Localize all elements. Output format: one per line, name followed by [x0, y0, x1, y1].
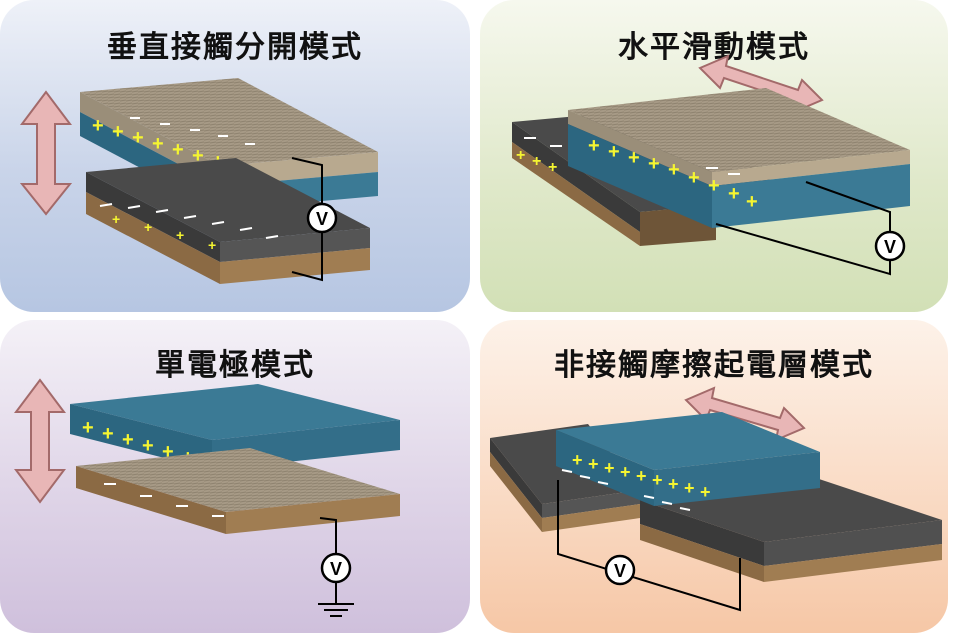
svg-text:+: + — [572, 450, 583, 470]
svg-text:+: + — [648, 153, 660, 175]
voltmeter-icon: V — [320, 552, 352, 584]
minus-charges-top — [706, 167, 740, 175]
svg-text:V: V — [330, 559, 342, 579]
svg-text:V: V — [614, 561, 626, 581]
svg-text:+: + — [688, 167, 700, 189]
svg-text:+: + — [532, 153, 541, 170]
svg-text:+: + — [208, 237, 216, 253]
panel-title: 非接觸摩擦起電層模式 — [554, 348, 874, 383]
svg-text:+: + — [588, 454, 599, 474]
ground-icon — [318, 592, 354, 617]
freestanding-teal-layer — [556, 412, 820, 506]
panel-freestanding-layer: 非接觸摩擦起電層模式 +++ +++ ++ — [480, 320, 948, 633]
horizontal-double-arrow-icon — [698, 54, 824, 114]
plus-charges-bottom: + + + — [516, 147, 557, 176]
voltmeter-icon: V — [874, 230, 906, 262]
panel-title: 單電極模式 — [155, 348, 315, 383]
svg-text:+: + — [112, 211, 120, 227]
horizontal-double-arrow-icon — [684, 386, 806, 442]
svg-text:+: + — [82, 417, 94, 439]
vertical-double-arrow-icon — [19, 90, 73, 216]
vertical-double-arrow-icon — [14, 378, 66, 504]
svg-text:+: + — [746, 191, 758, 213]
voltmeter-icon: V — [604, 554, 636, 586]
svg-text:+: + — [608, 141, 620, 163]
panel-title: 水平滑動模式 — [618, 30, 810, 65]
minus-charges — [561, 469, 691, 511]
svg-text:+: + — [708, 175, 720, 197]
svg-text:+: + — [142, 435, 154, 457]
panel-single-electrode: 單電極模式 +++ +++ +++ V — [0, 320, 470, 633]
svg-text:V: V — [884, 237, 896, 257]
svg-text:+: + — [728, 183, 740, 205]
svg-text:+: + — [162, 441, 174, 463]
svg-text:+: + — [636, 466, 647, 486]
electrode-slab — [76, 448, 400, 534]
upper-slab — [80, 78, 378, 210]
diagram-lateral-sliding: + + + + + + + + + + + + V — [512, 54, 910, 276]
svg-text:+: + — [176, 227, 184, 243]
svg-text:+: + — [684, 478, 695, 498]
minus-charges-top — [130, 117, 255, 145]
plus-charges-top: + + + + + + + + + — [588, 135, 758, 213]
svg-text:+: + — [516, 147, 525, 164]
svg-text:+: + — [132, 127, 144, 149]
svg-text:+: + — [668, 474, 679, 494]
lower-slab — [86, 158, 370, 284]
svg-text:+: + — [628, 147, 640, 169]
panel-vertical-contact-separation: 垂直接觸分開模式 + + + + + + + + — [0, 0, 470, 312]
svg-text:+: + — [548, 159, 557, 176]
diagram-freestanding: +++ +++ +++ V — [490, 386, 942, 612]
diagram-single-electrode: +++ +++ +++ V — [14, 378, 400, 617]
panel-lateral-sliding: 水平滑動模式 + + + + — [480, 0, 948, 312]
diagram-vertical: + + + + + + + + + + + + V — [19, 78, 378, 284]
svg-text:+: + — [588, 135, 600, 157]
svg-text:+: + — [144, 219, 152, 235]
svg-text:+: + — [192, 145, 204, 167]
svg-text:+: + — [122, 429, 134, 451]
svg-text:+: + — [152, 133, 164, 155]
svg-text:+: + — [620, 462, 631, 482]
svg-text:+: + — [700, 482, 711, 502]
svg-text:+: + — [652, 470, 663, 490]
voltmeter-icon: V — [306, 202, 338, 234]
svg-text:+: + — [668, 159, 680, 181]
plus-charges-lower: + + + + — [112, 211, 216, 253]
minus-charges — [104, 483, 224, 517]
svg-text:+: + — [102, 423, 114, 445]
panel-title: 垂直接觸分開模式 — [107, 30, 363, 65]
svg-text:+: + — [92, 115, 104, 137]
svg-text:+: + — [172, 139, 184, 161]
minus-charges-lower — [99, 203, 279, 239]
svg-text:+: + — [112, 121, 124, 143]
svg-text:V: V — [316, 209, 328, 229]
svg-text:+: + — [604, 458, 615, 478]
plus-charges: +++ +++ +++ — [572, 450, 711, 502]
top-slab — [568, 88, 910, 228]
